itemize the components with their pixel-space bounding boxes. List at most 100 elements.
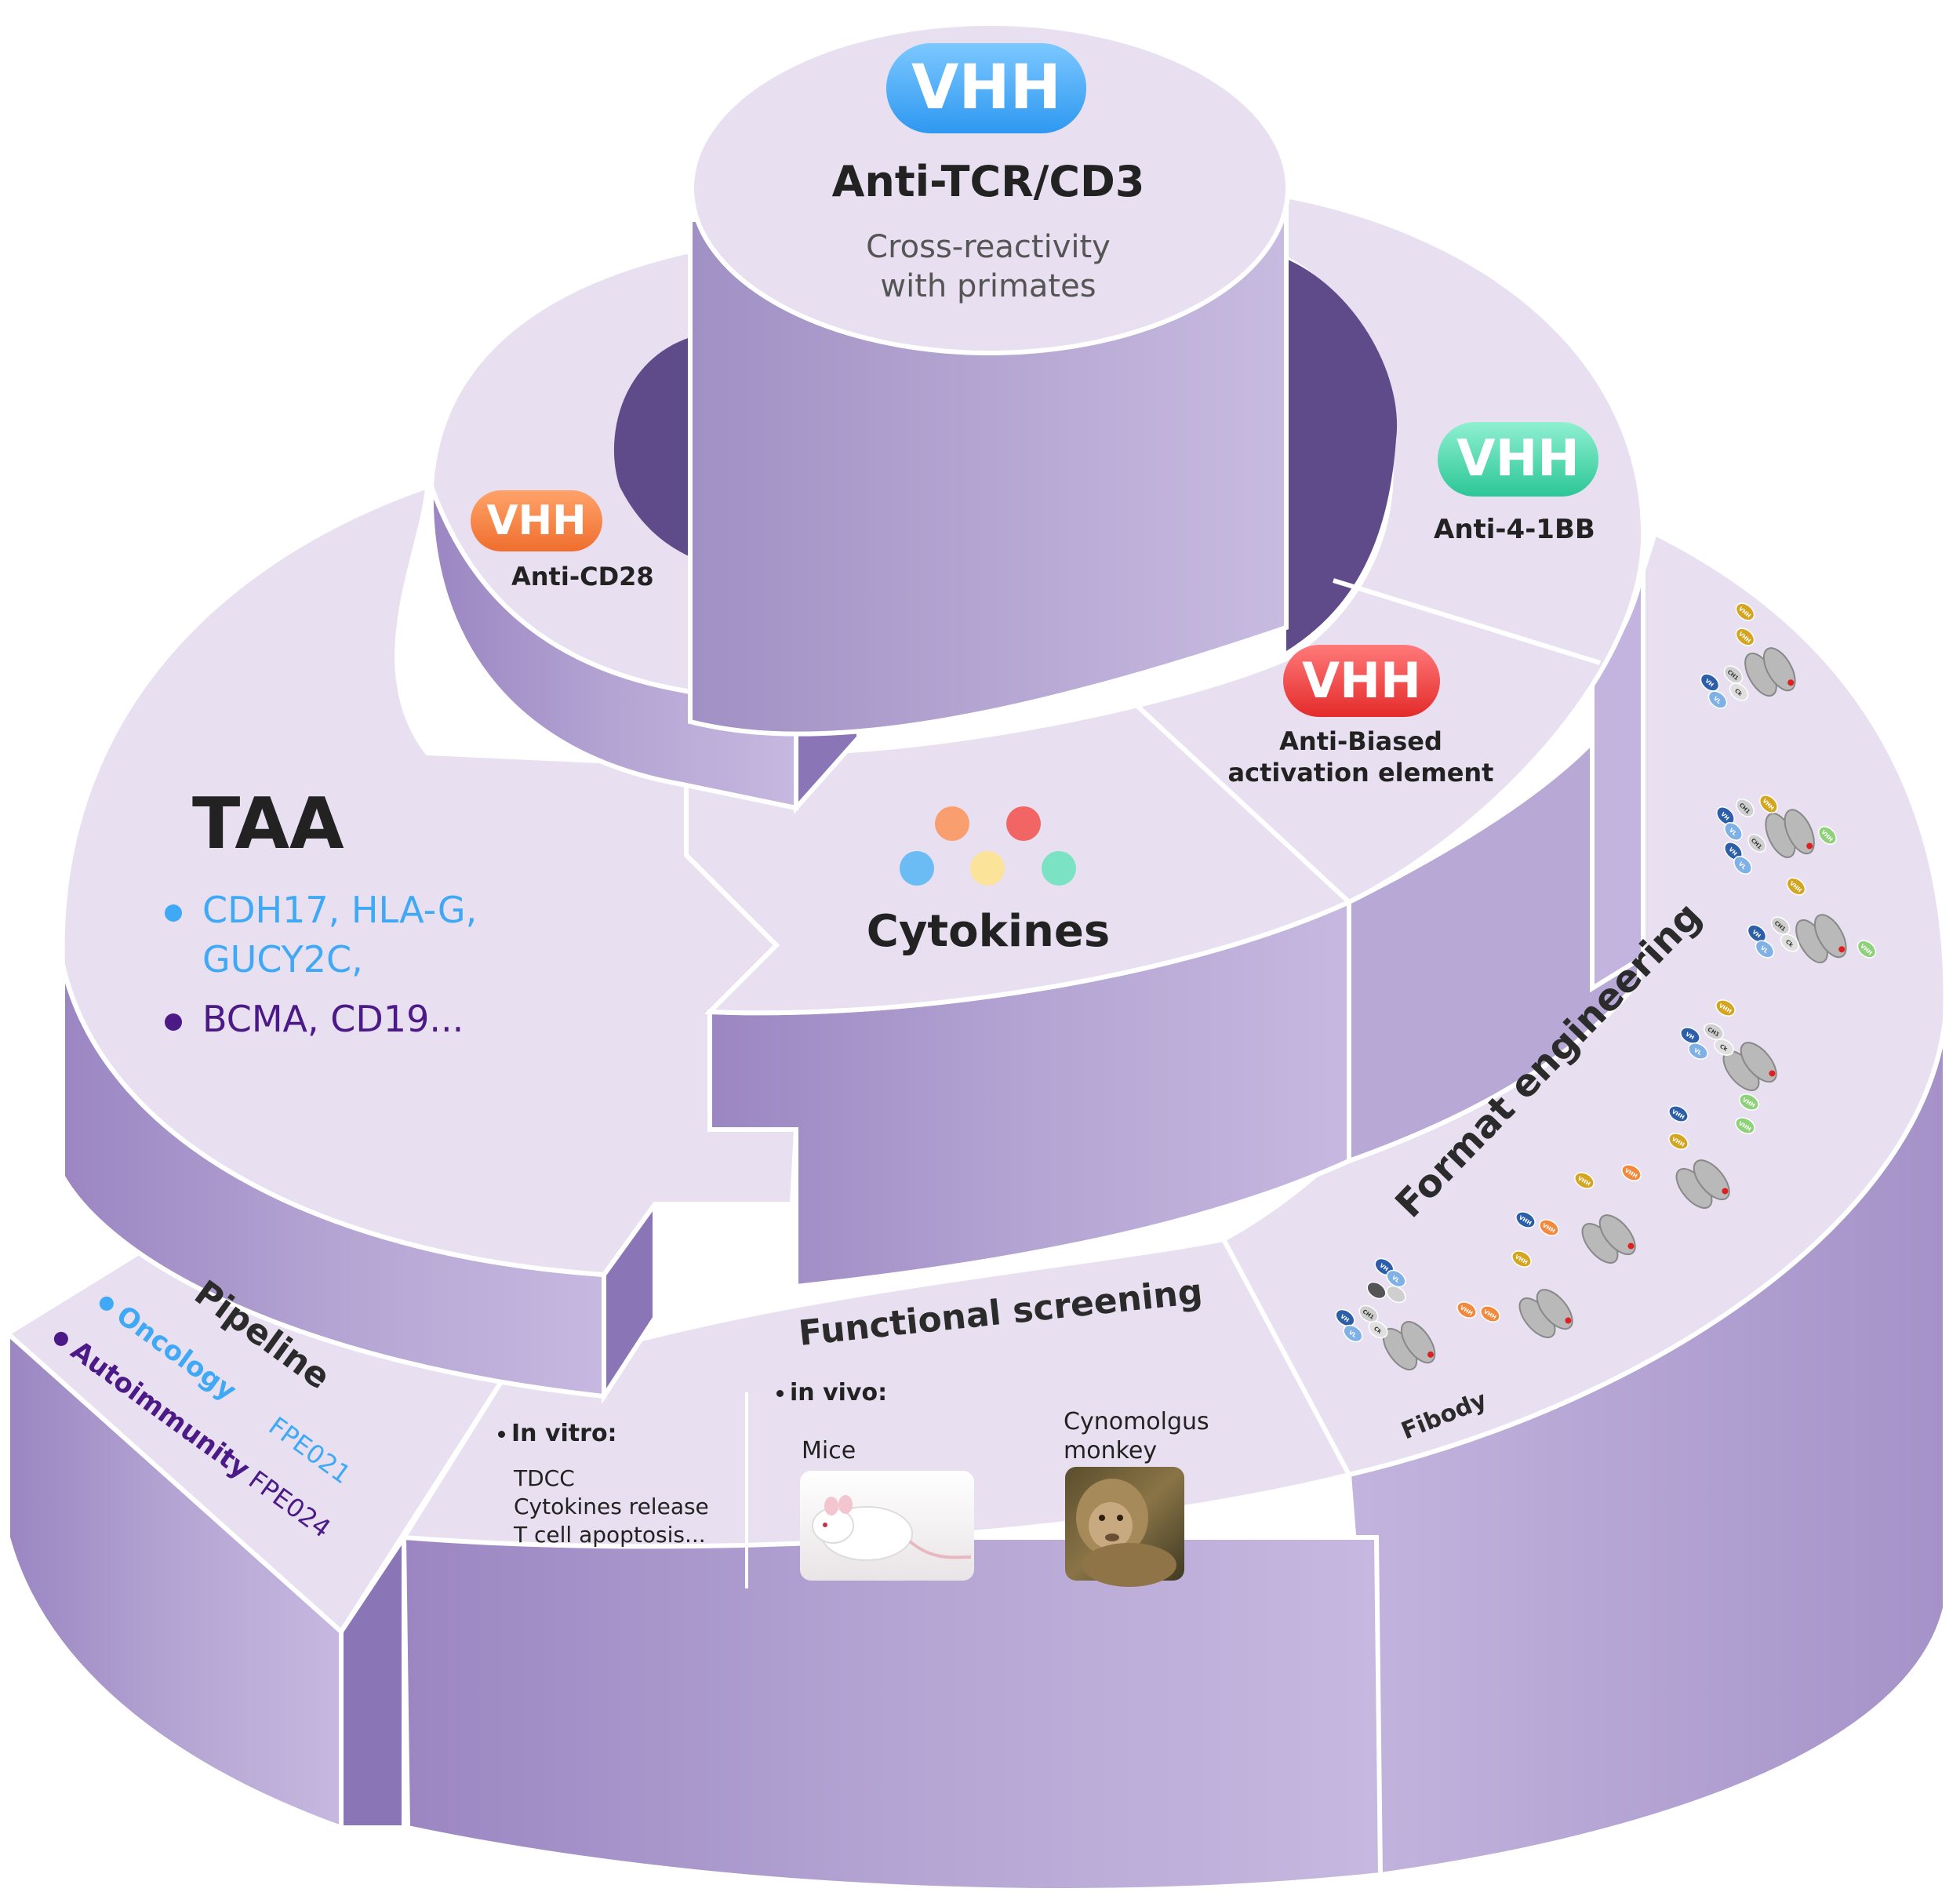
ab-format-7-domain-3-shape xyxy=(1480,1305,1500,1323)
monkey-label-line1: Cynomolgus xyxy=(1064,1408,1209,1435)
ab-format-1-domain-4: VL xyxy=(1707,690,1728,709)
ab-format-8-domain-2-shape xyxy=(1386,1269,1406,1288)
ab-format-2-domain-6: VL xyxy=(1733,856,1752,875)
taa-item-1-line2: GUCY2C, xyxy=(202,938,363,981)
ab-format-4-domain-4: CH1 xyxy=(1704,1023,1724,1040)
mice-label: Mice xyxy=(802,1437,856,1464)
core-cylinder xyxy=(688,21,1290,737)
ab-format-3-domain-1-shape xyxy=(1786,877,1806,896)
taa-block xyxy=(60,482,799,1405)
middle-ring-inner-shadow xyxy=(1286,259,1398,651)
monkey-photo xyxy=(1065,1467,1184,1587)
monkey-label-line2: monkey xyxy=(1064,1437,1158,1464)
ab-format-5-domain-2-shape xyxy=(1668,1133,1689,1150)
ab-format-4-domain-7: VHH xyxy=(1735,1117,1755,1134)
ab-format-1-fc-right xyxy=(1762,647,1796,692)
core-top xyxy=(689,21,1290,355)
ab-format-1-domain-3: VH xyxy=(1700,673,1720,692)
ab-format-6-fc xyxy=(1581,1214,1636,1264)
ab-format-8-domain-7 xyxy=(1366,1281,1387,1300)
ab-format-4-domain-1-shape xyxy=(1715,999,1736,1017)
ab-format-1-domain-5: CH1 xyxy=(1723,665,1744,684)
ab-format-6-domain-1: VHH xyxy=(1574,1172,1595,1189)
ab-format-6-domain-2: VHH xyxy=(1515,1211,1536,1228)
ab-format-4-domain-5-label: Ck xyxy=(1718,1043,1729,1053)
invitro-item-1: Cytokines release xyxy=(514,1494,709,1519)
cd28-label: Anti-CD28 xyxy=(511,562,654,591)
ab-format-8-domain-4-shape xyxy=(1343,1324,1363,1343)
ab-format-4-domain-4-shape xyxy=(1704,1023,1724,1040)
middle-ring-top xyxy=(684,193,1646,1016)
ab-format-2-domain-6-shape xyxy=(1733,856,1752,875)
ab-format-7-domain-1-shape xyxy=(1511,1250,1532,1268)
taa-item-2: BCMA, CD19... xyxy=(165,998,464,1040)
41bb-vhh-badge: VHH xyxy=(1456,430,1580,488)
41bb-vhh-badge-shape xyxy=(1438,422,1598,497)
ab-format-3-domain-4: CH1 xyxy=(1770,916,1791,935)
biased-label-line2: activation element xyxy=(1227,758,1494,788)
ab-format-3-fc xyxy=(1795,914,1847,964)
ab-format-1-fc-dot xyxy=(1787,679,1795,686)
ab-format-2-fc xyxy=(1765,809,1815,858)
invitro-item-0: TDCC xyxy=(514,1465,575,1491)
ab-format-8-domain-3: VH xyxy=(1335,1308,1355,1327)
invitro-item-2: T cell apoptosis... xyxy=(514,1522,706,1548)
ab-format-4-fc-right xyxy=(1740,1042,1777,1083)
ab-format-8-domain-3-shape xyxy=(1335,1308,1355,1327)
cytokine-dot-yellow xyxy=(970,851,1005,886)
ab-format-8-domain-7-shape xyxy=(1366,1281,1387,1300)
ab-format-7-fc xyxy=(1518,1289,1573,1338)
ab-format-8-domain-8 xyxy=(1386,1285,1406,1304)
ab-format-2-fc-right xyxy=(1784,809,1815,855)
ab-format-4-domain-2: VH xyxy=(1680,1027,1700,1044)
cytokines-label: Cytokines xyxy=(866,906,1111,957)
ab-format-4-domain-5: Ck xyxy=(1714,1039,1734,1056)
invivo-label-text: in vivo: xyxy=(790,1379,888,1406)
ab-format-4-fc-dot xyxy=(1769,1070,1776,1077)
ab-format-6-domain-3-shape xyxy=(1539,1219,1559,1236)
ab-format-4-domain-6-shape xyxy=(1739,1093,1759,1111)
ab-format-4-domain-2-shape xyxy=(1680,1027,1700,1044)
ab-format-5-fc-dot xyxy=(1722,1188,1729,1195)
ab-format-5-domain-2: VHH xyxy=(1668,1133,1689,1150)
ab-format-5-domain-3-shape xyxy=(1621,1164,1642,1181)
ab-format-8-domain-2: VL xyxy=(1386,1269,1406,1288)
ab-format-7-fc-dot xyxy=(1565,1317,1572,1324)
invitro-bullet xyxy=(498,1431,505,1438)
ab-format-2-fc-dot xyxy=(1806,842,1813,850)
ab-format-7-domain-2: VHH xyxy=(1456,1301,1477,1319)
ab-format-1-fc xyxy=(1744,647,1796,697)
divider-cyto-biased xyxy=(1135,704,1351,904)
ab-format-3-domain-3-shape xyxy=(1755,940,1775,959)
ab-format-1-domain-2-shape xyxy=(1735,628,1755,646)
cytokine-dot-green xyxy=(1042,851,1076,886)
ab-format-2-domain-3-shape xyxy=(1736,799,1755,817)
taa-title: TAA xyxy=(192,783,344,865)
ab-format-8-fc-right xyxy=(1400,1321,1436,1364)
taa-top xyxy=(60,482,799,1278)
ab-format-3-domain-3: VL xyxy=(1755,940,1775,959)
biased-label-line1: Anti-Biased xyxy=(1279,726,1442,756)
ab-format-5-fc-right xyxy=(1693,1159,1730,1201)
ab-format-8-domain-8-shape xyxy=(1386,1285,1406,1304)
ab-format-4-domain-3-shape xyxy=(1688,1042,1708,1060)
ab-format-3-domain-2-shape xyxy=(1747,924,1767,943)
ab-format-6-fc-dot xyxy=(1627,1243,1635,1250)
ab-format-5-fc xyxy=(1675,1159,1730,1209)
ab-format-3-domain-4-shape xyxy=(1770,916,1791,935)
ab-format-2-domain-4-shape xyxy=(1759,795,1778,813)
ab-format-7-domain-1: VHH xyxy=(1511,1250,1532,1268)
ab-format-8-domain-6-shape xyxy=(1368,1320,1388,1339)
taa-item-1-text1: CDH17, HLA-G, xyxy=(202,889,478,931)
cd28-vhh-badge-shape xyxy=(471,490,602,551)
autoimmunity-bullet xyxy=(53,1331,68,1346)
ab-format-2-domain-2-shape xyxy=(1724,822,1743,841)
ab-format-2-domain-7: CH1 xyxy=(1747,834,1766,853)
ab-format-2-domain-3: CH1 xyxy=(1736,799,1755,817)
ab-format-7-domain-2-shape xyxy=(1456,1301,1477,1319)
invivo-bullet xyxy=(776,1390,784,1397)
